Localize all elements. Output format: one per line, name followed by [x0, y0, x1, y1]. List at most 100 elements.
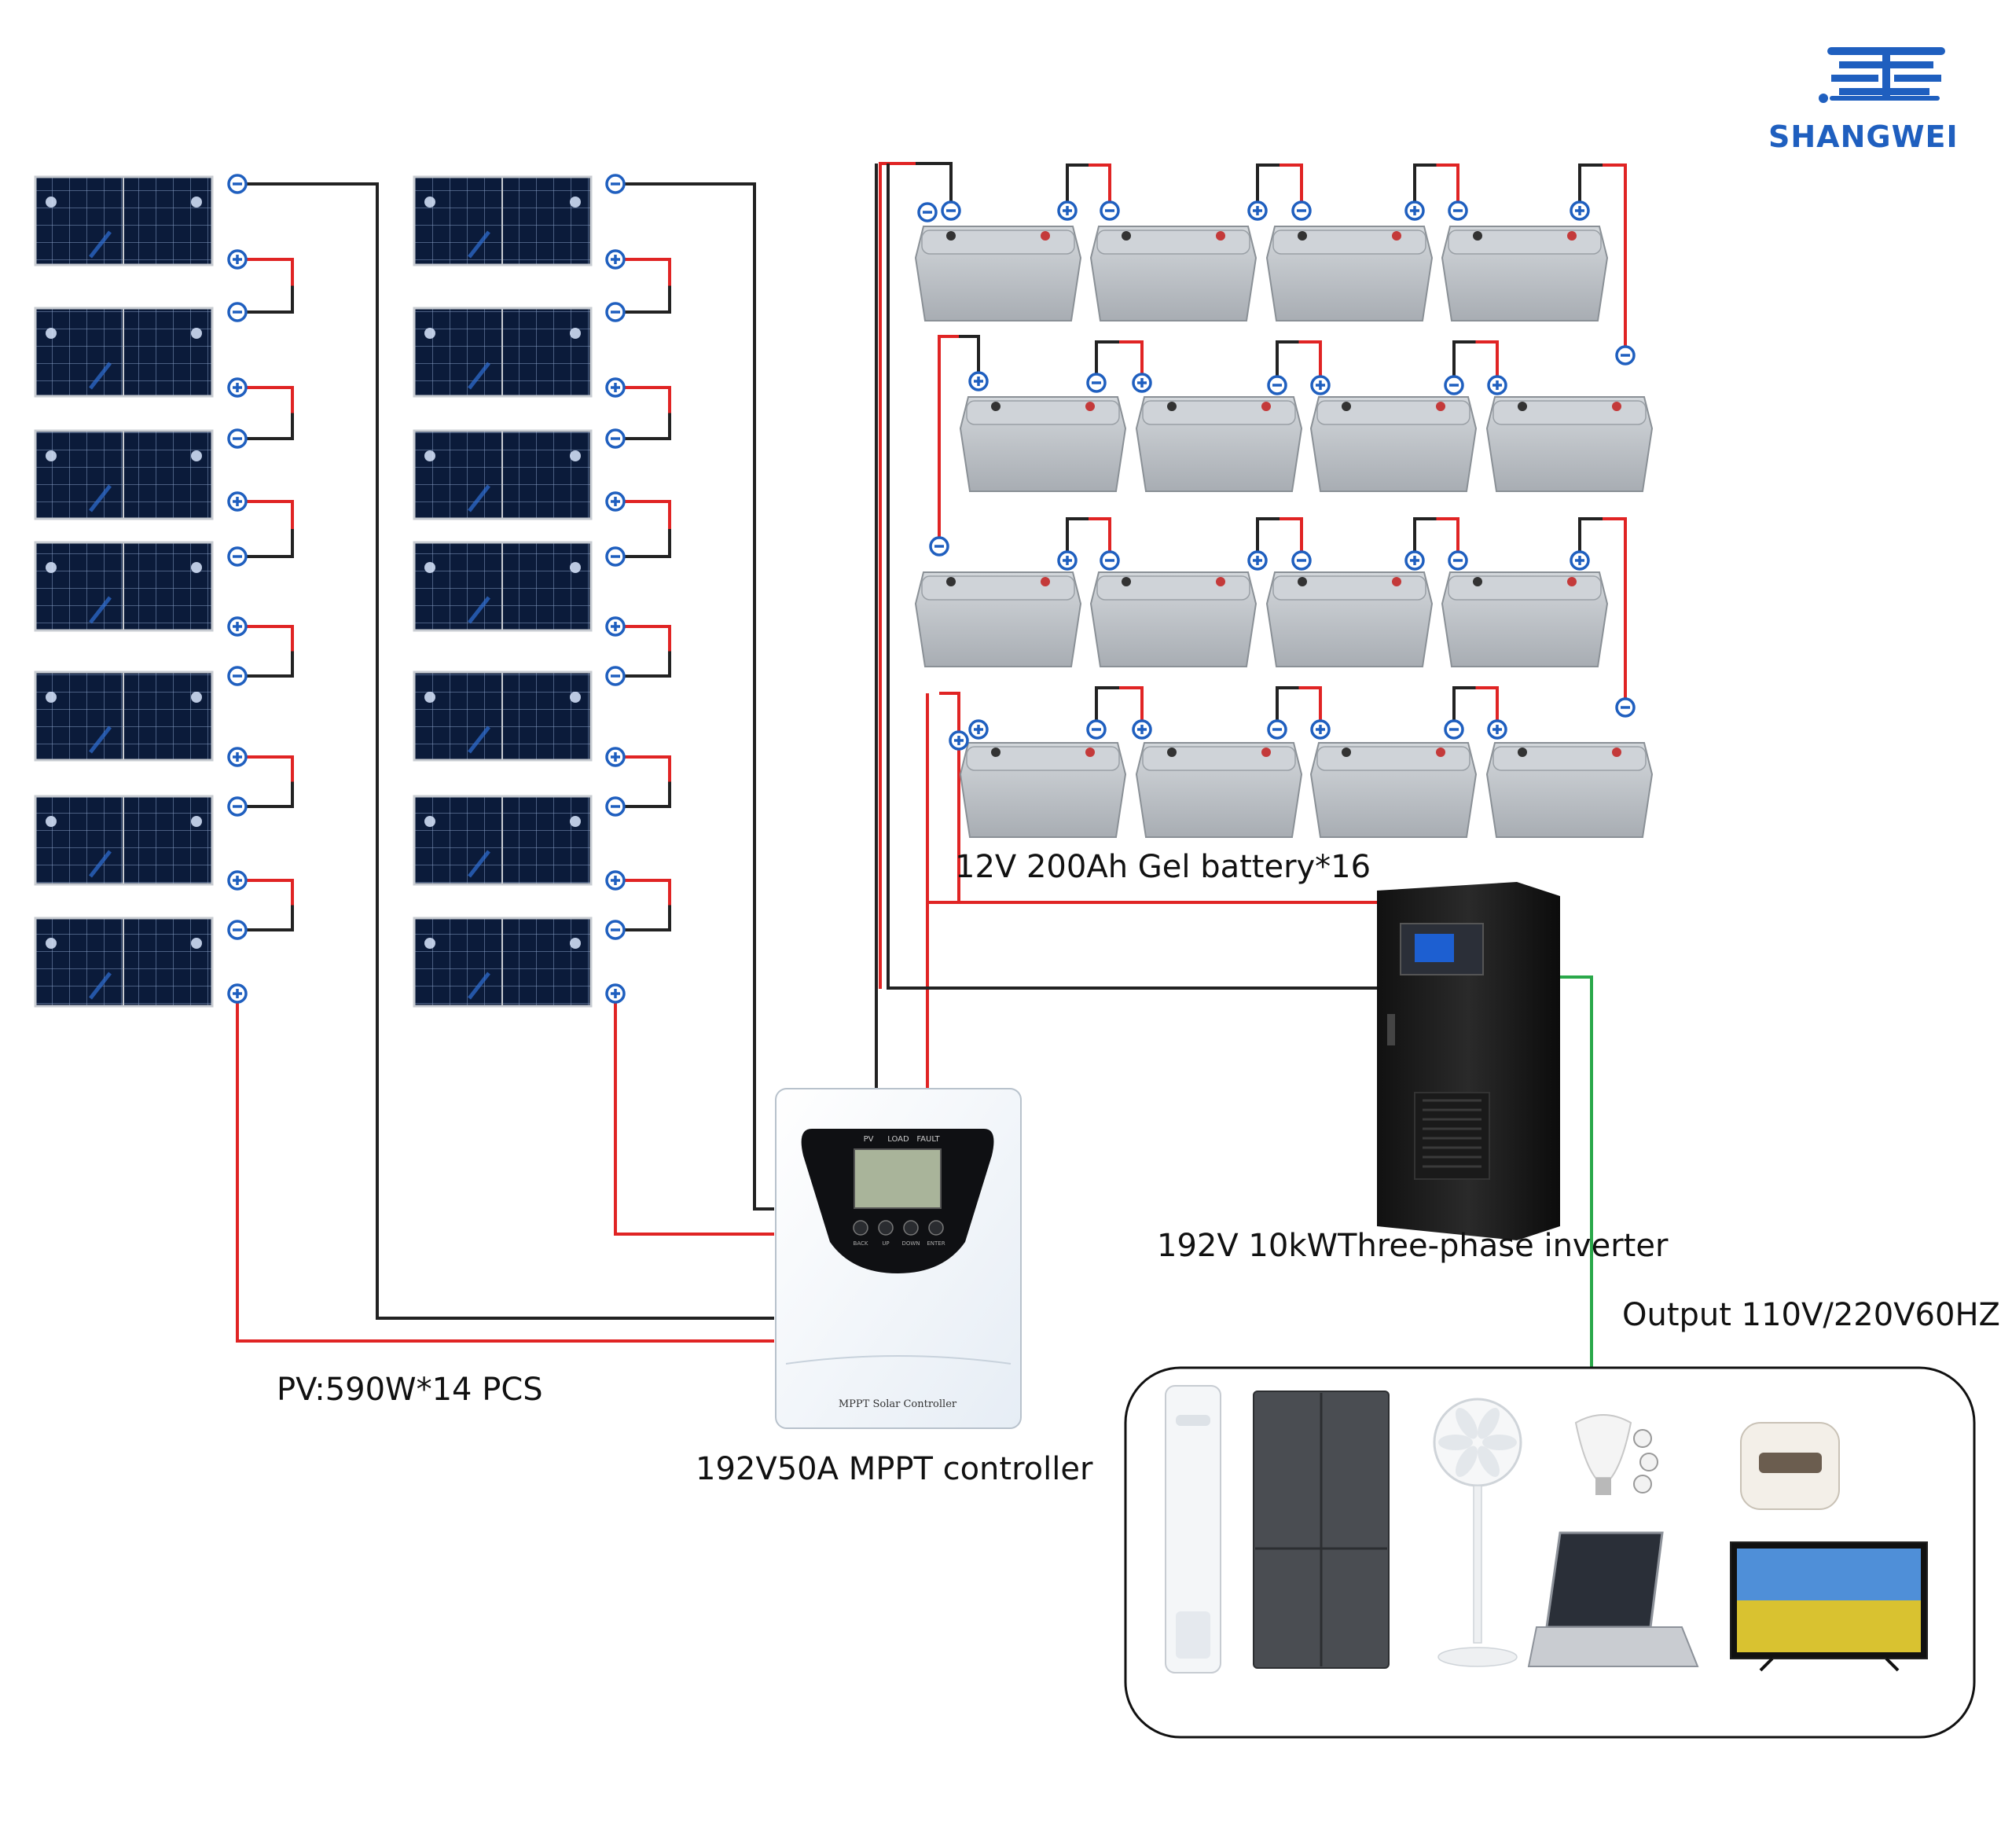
- battery-label: 12V 200Ah Gel battery*16: [955, 849, 1371, 885]
- negative-terminal-icon: [1444, 375, 1464, 395]
- solar-panel: [34, 175, 214, 266]
- positive-terminal-icon: [1404, 200, 1425, 221]
- negative-terminal-icon: [1267, 375, 1287, 395]
- solar-panel: [413, 307, 593, 398]
- positive-terminal-icon: [1570, 200, 1590, 221]
- positive-terminal-icon: [227, 377, 248, 398]
- negative-wire: [1452, 686, 1476, 729]
- negative-wire: [625, 413, 671, 440]
- negative-wire: [959, 335, 980, 381]
- negative-terminal-icon: [1444, 719, 1464, 740]
- solar-panel: [34, 307, 214, 398]
- positive-terminal-icon: [605, 249, 626, 270]
- positive-wire: [1280, 517, 1303, 560]
- solar-panel: [413, 175, 593, 266]
- refrigerator-icon: [1253, 1391, 1390, 1669]
- positive-wire: [247, 755, 294, 782]
- negative-wire: [247, 413, 294, 440]
- gel-battery: [1135, 396, 1303, 492]
- negative-terminal-icon: [1100, 550, 1120, 571]
- standing-fan-icon: [1433, 1398, 1522, 1667]
- positive-terminal-icon: [1132, 719, 1152, 740]
- positive-wire: [1603, 163, 1627, 354]
- gel-battery: [1441, 571, 1609, 667]
- solar-panel: [413, 917, 593, 1008]
- positive-terminal-icon: [227, 249, 248, 270]
- negative-wire: [247, 285, 294, 314]
- positive-wire: [926, 693, 1377, 904]
- controller-led-label: LOAD: [887, 1135, 909, 1144]
- positive-wire: [938, 335, 959, 542]
- negative-wire: [625, 651, 671, 678]
- negative-terminal-icon: [929, 536, 949, 557]
- gel-battery: [1441, 226, 1609, 321]
- controller-button-label: ENTER: [927, 1240, 945, 1247]
- negative-terminal-icon: [227, 174, 248, 194]
- negative-wire: [1256, 163, 1280, 204]
- negative-terminal-icon: [227, 666, 248, 686]
- positive-wire: [879, 162, 916, 989]
- negative-terminal-icon: [605, 666, 626, 686]
- negative-terminal-icon: [227, 920, 248, 940]
- positive-wire: [625, 879, 671, 906]
- negative-wire: [916, 162, 953, 204]
- negative-wire: [1066, 517, 1089, 560]
- positive-wire: [625, 500, 671, 529]
- positive-wire: [1436, 517, 1459, 560]
- controller-face-label: MPPT Solar Controller: [839, 1398, 957, 1410]
- negative-terminal-icon: [605, 546, 626, 567]
- negative-terminal-icon: [1291, 200, 1312, 221]
- negative-terminal-icon: [1291, 550, 1312, 571]
- solar-panel: [413, 541, 593, 632]
- battery-bank-layer: [914, 226, 1654, 838]
- positive-wire: [939, 692, 960, 902]
- positive-terminal-icon: [227, 491, 248, 512]
- negative-wire: [625, 529, 671, 558]
- positive-wire: [625, 258, 671, 286]
- inverter-screen: [1415, 934, 1454, 962]
- positive-wire: [1475, 340, 1499, 381]
- controller-led-label: PV: [864, 1135, 874, 1144]
- wires-layer: [236, 162, 1627, 1368]
- positive-wire: [1298, 340, 1322, 381]
- solar-panel: [34, 670, 214, 762]
- positive-terminal-icon: [1487, 719, 1507, 740]
- positive-wire: [1603, 517, 1627, 707]
- solar-panel: [34, 541, 214, 632]
- negative-terminal-icon: [1267, 719, 1287, 740]
- solar-panel: [413, 795, 593, 886]
- positive-terminal-icon: [1404, 550, 1425, 571]
- negative-terminal-icon: [917, 202, 938, 222]
- brand-name: SHANGWEI: [1768, 119, 1959, 154]
- gel-battery: [1089, 571, 1258, 667]
- negative-wire: [1066, 163, 1089, 204]
- gel-battery: [1485, 396, 1654, 492]
- positive-terminal-icon: [1310, 719, 1331, 740]
- positive-terminal-icon: [1057, 200, 1078, 221]
- gel-battery: [914, 571, 1082, 667]
- positive-wire: [625, 386, 671, 413]
- solar-panel: [34, 429, 214, 520]
- gel-battery: [959, 396, 1127, 492]
- ac-output-wire: [1556, 975, 1593, 1368]
- air-conditioner-icon: [1165, 1385, 1221, 1673]
- negative-wire: [1413, 163, 1437, 204]
- controller-button: [903, 1220, 919, 1236]
- terminals-layer: [227, 174, 1636, 1004]
- positive-terminal-icon: [1487, 375, 1507, 395]
- pv-label: PV:590W*14 PCS: [277, 1372, 543, 1408]
- negative-wire: [1276, 340, 1299, 381]
- negative-wire: [1256, 517, 1280, 560]
- negative-wire: [1276, 686, 1299, 729]
- negative-wire: [1452, 340, 1476, 381]
- negative-terminal-icon: [1448, 550, 1468, 571]
- positive-wire: [247, 500, 294, 529]
- negative-terminal-icon: [227, 796, 248, 817]
- lcd-screen: [854, 1148, 942, 1209]
- negative-wire: [247, 182, 774, 1320]
- negative-terminal-icon: [227, 546, 248, 567]
- rice-cooker-icon: [1740, 1422, 1840, 1510]
